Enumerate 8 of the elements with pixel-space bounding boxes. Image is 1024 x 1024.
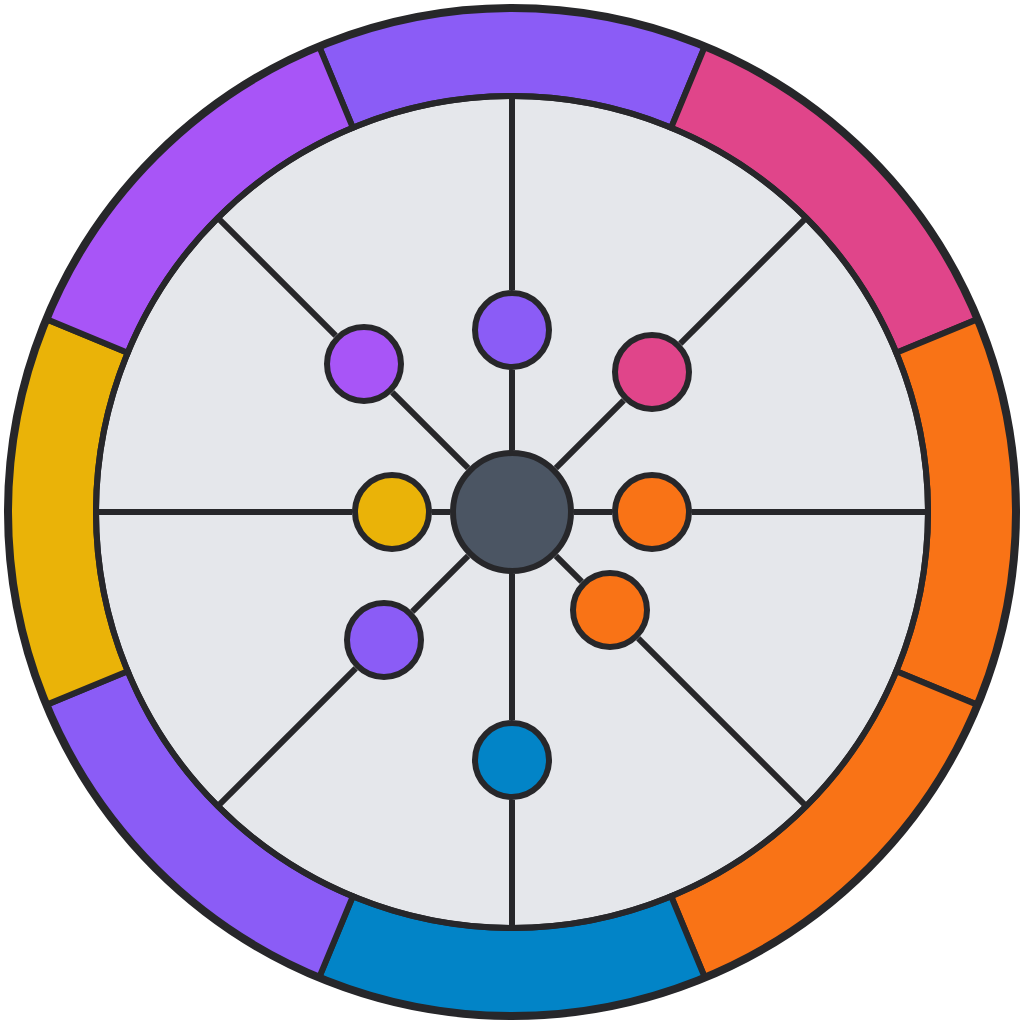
connector-line (553, 553, 584, 584)
connector-line (432, 509, 450, 515)
connector-line (509, 370, 515, 450)
connector-line (390, 390, 471, 471)
connector-line (574, 509, 612, 515)
connector-line (509, 574, 515, 720)
connector-line (410, 553, 471, 614)
connector-line (553, 398, 626, 471)
